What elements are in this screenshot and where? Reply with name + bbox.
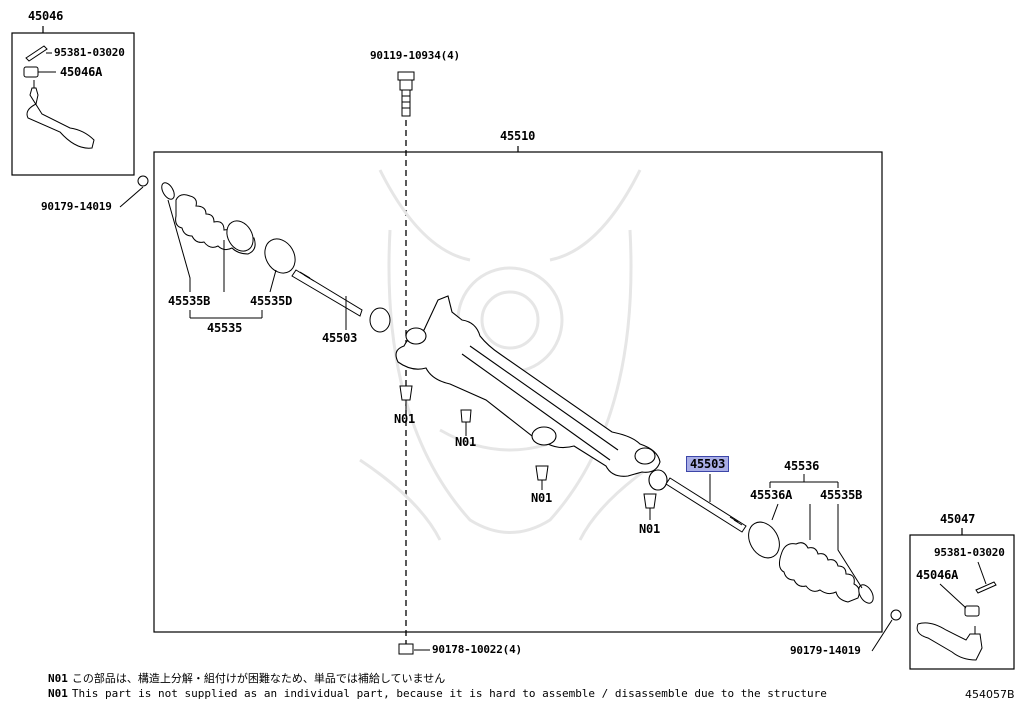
boot-lh-icon — [161, 182, 296, 274]
label-tie-rod-lh[interactable]: 45503 — [322, 331, 358, 345]
label-boot-set-lh[interactable]: 45535 — [207, 321, 243, 335]
label-n01-c[interactable]: N01 — [531, 491, 553, 505]
label-boot-clamp-a-rh[interactable]: 45536A — [750, 488, 793, 502]
cotter-pin-lh-icon — [25, 45, 48, 62]
note-text: この部品は、構造上分解・組付けが困難なため、単品では補給していません — [71, 672, 446, 685]
label-n01-b[interactable]: N01 — [455, 435, 477, 449]
tie-end-rh-icon — [916, 622, 983, 661]
rack-housing-icon — [395, 295, 668, 491]
note-text: This part is not supplied as an individu… — [71, 687, 827, 700]
label-boot-clamp-d-lh[interactable]: 45535D — [250, 294, 293, 308]
label-bolt-bottom[interactable]: 90178-10022(4) — [432, 643, 522, 656]
nut-lh-icon — [23, 66, 39, 78]
label-tie-rod-rh-highlighted[interactable]: 45503 — [686, 456, 730, 472]
tie-end-lh-box — [11, 32, 135, 176]
tie-end-lh-icon — [26, 87, 95, 149]
boot-rh-icon — [748, 521, 902, 621]
label-bolt-top[interactable]: 90119-10934(4) — [370, 49, 460, 62]
bolt-top-icon — [397, 71, 415, 117]
boot-clamp-d-icon — [264, 238, 296, 274]
nut-rh-icon — [964, 605, 980, 617]
label-nut-lh[interactable]: 45046A — [60, 65, 103, 79]
label-nut-rh[interactable]: 45046A — [916, 568, 959, 582]
clip-lh-icon — [137, 175, 149, 187]
watermark-emblem — [359, 169, 661, 541]
clip-rh-icon — [890, 609, 902, 621]
label-tie-end-rh-group[interactable]: 45047 — [940, 512, 976, 526]
label-cotter-pin-lh[interactable]: 95381-03020 — [54, 46, 125, 59]
cotter-pin-rh-icon — [975, 581, 997, 594]
label-clip-lh[interactable]: 90179-14019 — [41, 200, 112, 213]
label-clip-rh[interactable]: 90179-14019 — [790, 644, 861, 657]
note-code: N01 — [48, 687, 68, 700]
label-n01-d[interactable]: N01 — [639, 522, 661, 536]
note-code: N01 — [48, 672, 68, 685]
label-tie-end-lh-group[interactable]: 45046 — [28, 9, 64, 23]
bushing-n01-c-icon — [535, 465, 549, 481]
bushing-n01-d-icon — [643, 493, 657, 509]
label-rack-assy[interactable]: 45510 — [500, 129, 536, 143]
bushing-n01-a-icon — [399, 385, 413, 401]
tie-rod-lh-icon — [291, 269, 391, 333]
bolt-bottom-icon — [398, 643, 430, 655]
label-boot-set-rh[interactable]: 45536 — [784, 459, 820, 473]
label-boot-clamp-b-lh[interactable]: 45535B — [168, 294, 211, 308]
label-n01-a[interactable]: N01 — [394, 412, 416, 426]
label-cotter-pin-rh[interactable]: 95381-03020 — [934, 546, 1005, 559]
bushing-n01-b-icon — [460, 409, 472, 423]
boot-clamp-a-rh-icon — [748, 521, 780, 559]
tie-rod-rh-icon — [665, 477, 747, 533]
diagram-reference-number: 454057B — [965, 688, 1015, 701]
label-boot-clamp-b-rh[interactable]: 45535B — [820, 488, 863, 502]
